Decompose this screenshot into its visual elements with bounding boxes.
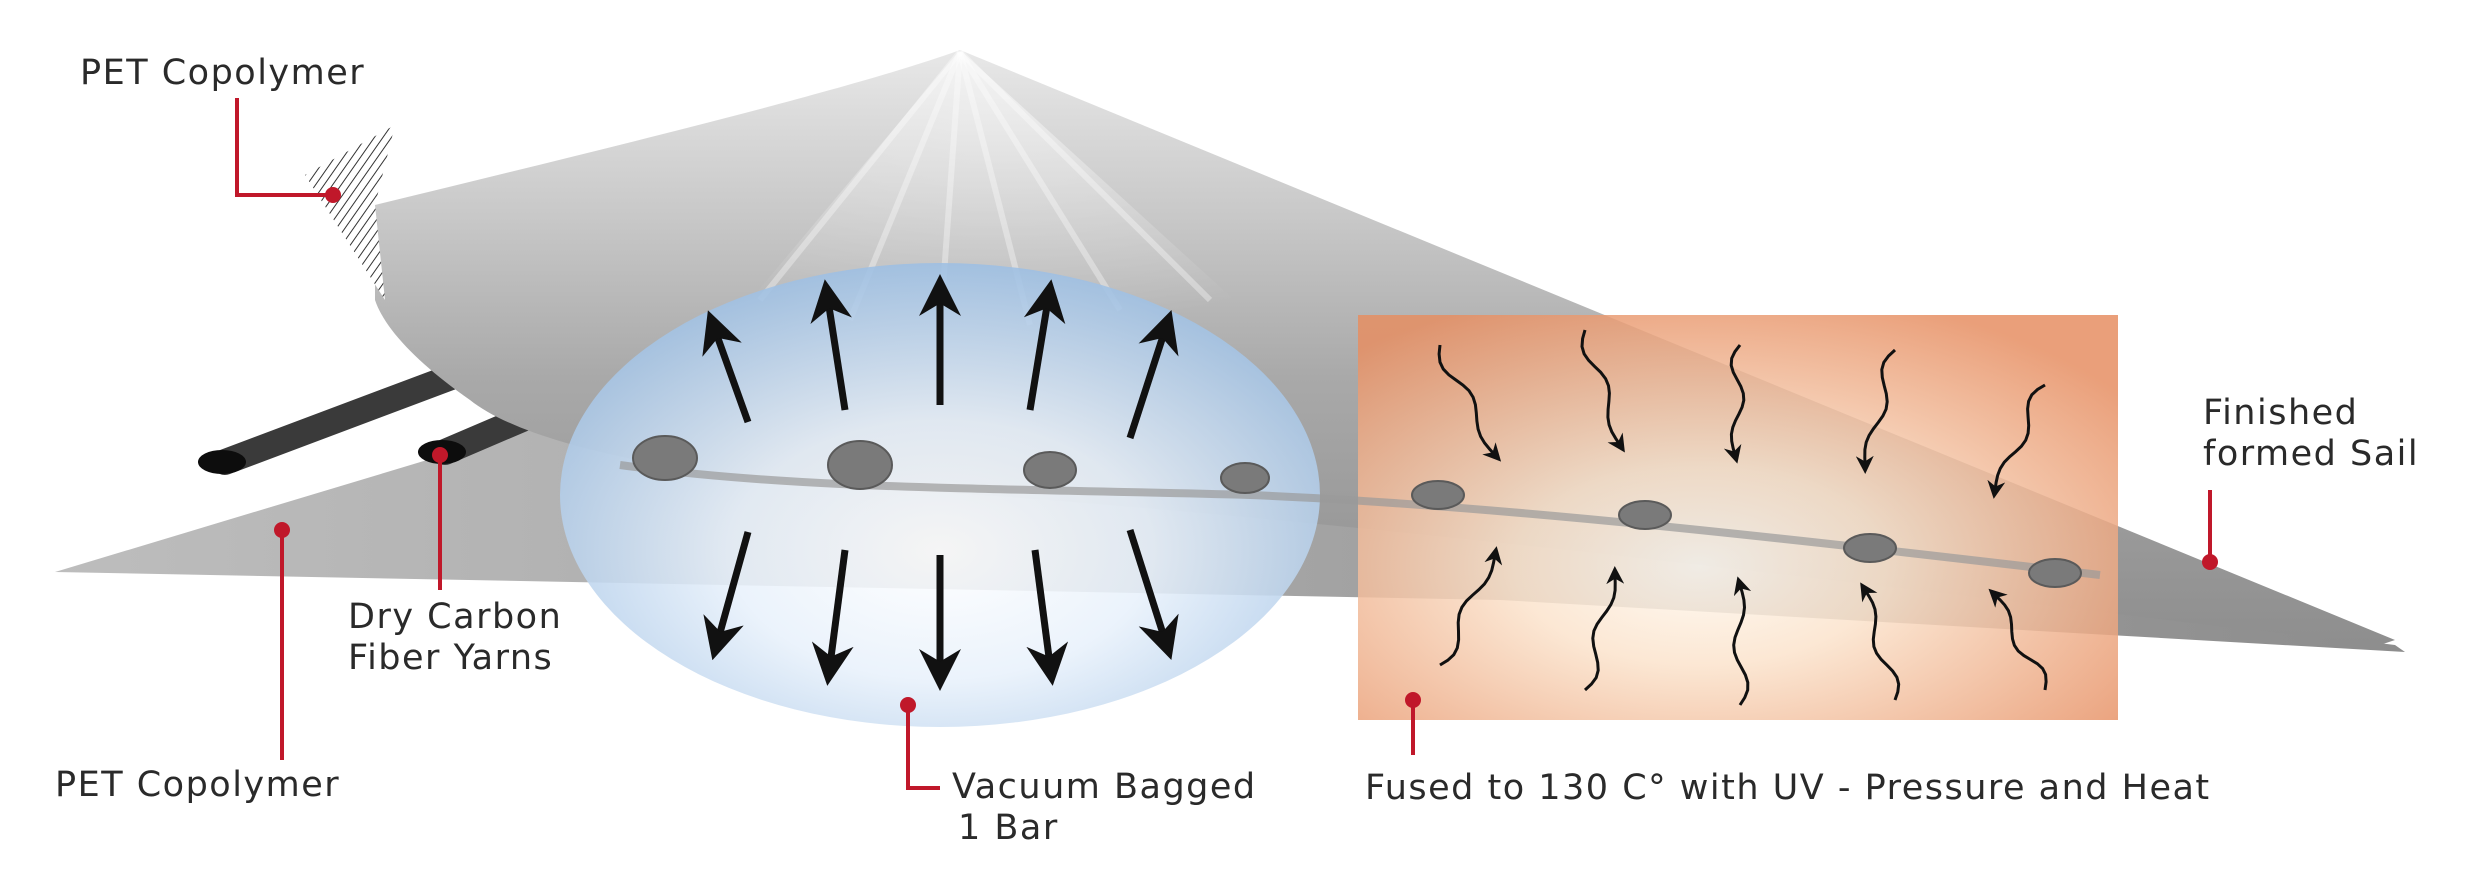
vacuum-arrow-icon: [1023, 279, 1066, 411]
label-fused-heat: Fused to 130 C° with UV - Pressure and H…: [1365, 768, 2211, 808]
label-finished-line1: Finished: [2203, 393, 2359, 433]
label-carbon-line1: Dry Carbon: [348, 597, 563, 637]
vacuum-arrow-icon: [1026, 549, 1069, 686]
label-vacuum-line1: Vacuum Bagged: [952, 767, 1257, 807]
vacuum-arrow-icon: [1126, 310, 1179, 440]
vacuum-arrow-icon: [703, 531, 752, 661]
heat-arrow-icon: [1855, 348, 1897, 474]
label-vacuum-line2: 1 Bar: [958, 808, 1059, 848]
laminate-seam: [619, 461, 2101, 579]
heat-arrow-icon: [1439, 546, 1503, 667]
heat-arrow-icon: [1860, 582, 1901, 701]
callout-dots: [274, 187, 2218, 713]
heat-arrow-icon: [1988, 588, 2048, 691]
vacuum-arrow-icon: [811, 549, 854, 686]
carbon-yarns: [198, 357, 2266, 624]
heat-arrows: [1437, 329, 2048, 706]
callout-lines: [235, 98, 2212, 790]
heat-arrow-icon: [1723, 344, 1746, 464]
vacuum-arrows: [702, 274, 1179, 691]
pet-copolymer-hatch: [305, 125, 395, 300]
yarn-bumps: [632, 435, 2082, 588]
label-pet-copolymer-bottom: PET Copolymer: [55, 765, 341, 805]
callout-vacuum: [906, 705, 940, 790]
vacuum-arrow-icon: [702, 310, 752, 424]
label-finished-line2: formed Sail: [2203, 434, 2420, 474]
vacuum-bag-zone: [560, 263, 1320, 727]
heat-arrow-icon: [1583, 566, 1625, 692]
heat-arrow-icon: [1580, 329, 1625, 453]
vacuum-arrow-icon: [1126, 528, 1179, 661]
label-pet-copolymer-top: PET Copolymer: [80, 53, 366, 93]
vacuum-arrow-icon: [810, 279, 852, 411]
heat-arrow-icon: [1732, 576, 1752, 706]
label-carbon-line2: Fiber Yarns: [348, 638, 554, 678]
callout-pet-top: [235, 98, 330, 197]
heat-arrow-icon: [1437, 344, 1502, 462]
heat-arrow-icon: [1987, 383, 2046, 499]
